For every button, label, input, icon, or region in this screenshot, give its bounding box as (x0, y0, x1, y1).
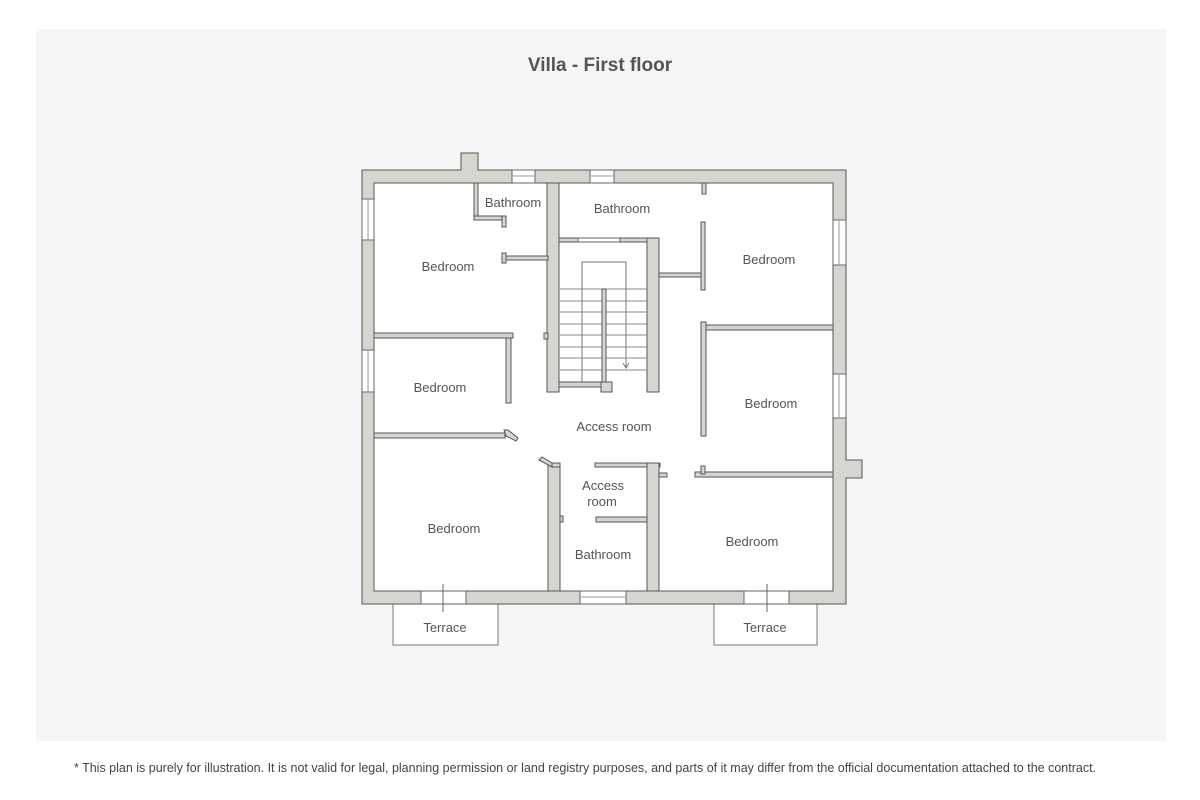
room-label: Terrace (743, 620, 786, 635)
terrace-left (392, 603, 499, 646)
room-label: Bedroom (726, 534, 779, 549)
plan-title: Villa - First floor (527, 55, 673, 76)
room-label: Access (582, 478, 624, 493)
room-label: Bedroom (745, 396, 798, 411)
terrace-right (713, 603, 818, 646)
room-label: Terrace (423, 620, 466, 635)
room-label: Bedroom (422, 259, 475, 274)
disclaimer: * This plan is purely for illustration. … (73, 761, 1097, 775)
windows (361, 169, 847, 612)
room-label: Bedroom (428, 521, 481, 536)
interior-walls (373, 182, 834, 592)
staircase (560, 261, 647, 383)
chimney-cover (462, 169, 477, 172)
stair-arrow-icon (622, 362, 630, 369)
room-label: room (587, 494, 617, 509)
room-label: Bathroom (575, 547, 631, 562)
right-bump-cover (844, 461, 847, 477)
room-label: Bedroom (414, 380, 467, 395)
room-label: Bedroom (743, 252, 796, 267)
room-label: Access room (576, 419, 651, 434)
room-label: Bathroom (485, 195, 541, 210)
outer-wall (361, 152, 863, 605)
room-label: Bathroom (594, 201, 650, 216)
